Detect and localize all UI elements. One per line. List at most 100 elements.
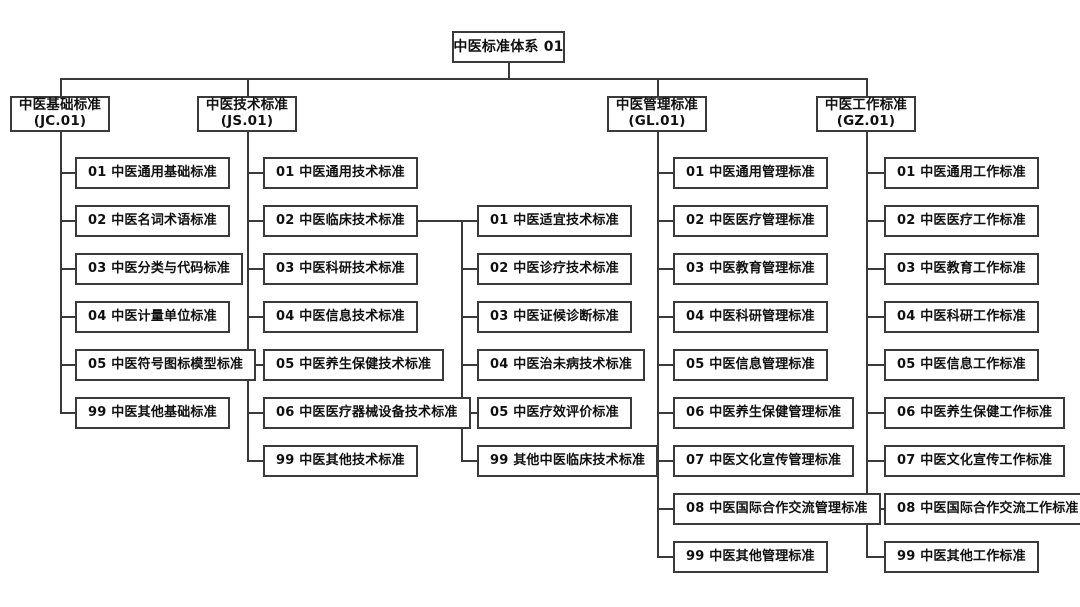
node-label: 99 其他中医临床技术标准 <box>490 453 646 469</box>
node-label: 05 中医信息工作标准 <box>897 357 1026 373</box>
connector-elbow-gz-02 <box>866 220 884 222</box>
node-label: 06 中医医疗器械设备技术标准 <box>276 405 458 421</box>
connector-sub-branch <box>400 220 463 222</box>
node-label: 07 中医文化宣传管理标准 <box>686 453 842 469</box>
node-js-02[interactable]: 02 中医临床技术标准 <box>263 205 418 237</box>
node-js-06[interactable]: 06 中医医疗器械设备技术标准 <box>263 397 471 429</box>
node-gz-99[interactable]: 99 中医其他工作标准 <box>884 541 1039 573</box>
node-gl-99[interactable]: 99 中医其他管理标准 <box>673 541 828 573</box>
node-label: 05 中医符号图标模型标准 <box>88 357 244 373</box>
node-gl-05[interactable]: 05 中医信息管理标准 <box>673 349 828 381</box>
node-sub-03[interactable]: 03 中医证候诊断标准 <box>477 301 632 333</box>
node-js-05[interactable]: 05 中医养生保健技术标准 <box>263 349 445 381</box>
node-jc-02[interactable]: 02 中医名词术语标准 <box>75 205 230 237</box>
node-branch-js[interactable]: 中医技术标准 (JS.01) <box>197 96 297 132</box>
node-label: 99 中医其他技术标准 <box>276 453 405 469</box>
node-gl-03[interactable]: 03 中医教育管理标准 <box>673 253 828 285</box>
connector-elbow-jc-99 <box>60 412 75 414</box>
node-label: 02 中医诊疗技术标准 <box>490 261 619 277</box>
node-gz-08[interactable]: 08 中医国际合作交流工作标准 <box>884 493 1080 525</box>
connector-elbow-gl-01 <box>657 172 673 174</box>
node-label: 05 中医养生保健技术标准 <box>276 357 432 373</box>
connector-spine-gz <box>866 131 868 557</box>
connector-elbow-gz-03 <box>866 268 884 270</box>
node-branch-gl-code: (GL.01) <box>628 113 686 129</box>
node-sub-02[interactable]: 02 中医诊疗技术标准 <box>477 253 632 285</box>
connector-elbow-gz-05 <box>866 364 884 366</box>
node-label: 01 中医通用工作标准 <box>897 165 1026 181</box>
connector-drop-gz <box>866 78 868 96</box>
node-js-04[interactable]: 04 中医信息技术标准 <box>263 301 418 333</box>
connector-elbow-js-99 <box>247 460 263 462</box>
node-gz-07[interactable]: 07 中医文化宣传工作标准 <box>884 445 1066 477</box>
node-branch-gl[interactable]: 中医管理标准 (GL.01) <box>607 96 707 132</box>
node-branch-js-code: (JS.01) <box>220 113 274 129</box>
node-label: 01 中医通用技术标准 <box>276 165 405 181</box>
node-gl-08[interactable]: 08 中医国际合作交流管理标准 <box>673 493 881 525</box>
connector-elbow-js-01 <box>247 172 263 174</box>
connector-elbow-gl-03 <box>657 268 673 270</box>
node-label: 03 中医教育管理标准 <box>686 261 815 277</box>
connector-elbow-gl-04 <box>657 316 673 318</box>
connector-elbow-js-03 <box>247 268 263 270</box>
node-label: 99 中医其他基础标准 <box>88 405 217 421</box>
connector-elbow-gz-01 <box>866 172 884 174</box>
node-root-label: 中医标准体系 01 <box>453 38 564 55</box>
node-gz-06[interactable]: 06 中医养生保健工作标准 <box>884 397 1066 429</box>
node-gl-06[interactable]: 06 中医养生保健管理标准 <box>673 397 855 429</box>
node-jc-05[interactable]: 05 中医符号图标模型标准 <box>75 349 257 381</box>
node-branch-gz[interactable]: 中医工作标准 (GZ.01) <box>816 96 916 132</box>
node-gl-07[interactable]: 07 中医文化宣传管理标准 <box>673 445 855 477</box>
node-sub-04[interactable]: 04 中医治未病技术标准 <box>477 349 646 381</box>
node-label: 04 中医计量单位标准 <box>88 309 217 325</box>
node-gl-01[interactable]: 01 中医通用管理标准 <box>673 157 828 189</box>
connector-spine-gl <box>657 131 659 557</box>
node-label: 08 中医国际合作交流管理标准 <box>686 501 868 517</box>
node-js-01[interactable]: 01 中医通用技术标准 <box>263 157 418 189</box>
connector-elbow-gz-06 <box>866 412 884 414</box>
node-gz-02[interactable]: 02 中医医疗工作标准 <box>884 205 1039 237</box>
node-label: 01 中医适宜技术标准 <box>490 213 619 229</box>
node-jc-03[interactable]: 03 中医分类与代码标准 <box>75 253 244 285</box>
connector-elbow-sub-99 <box>461 460 477 462</box>
node-sub-99[interactable]: 99 其他中医临床技术标准 <box>477 445 659 477</box>
node-branch-gz-name: 中医工作标准 <box>824 97 908 114</box>
node-sub-01[interactable]: 01 中医适宜技术标准 <box>477 205 632 237</box>
node-gz-05[interactable]: 05 中医信息工作标准 <box>884 349 1039 381</box>
node-label: 02 中医医疗管理标准 <box>686 213 815 229</box>
node-sub-05[interactable]: 05 中医疗效评价标准 <box>477 397 632 429</box>
node-label: 07 中医文化宣传工作标准 <box>897 453 1053 469</box>
node-js-99[interactable]: 99 中医其他技术标准 <box>263 445 418 477</box>
node-gl-02[interactable]: 02 中医医疗管理标准 <box>673 205 828 237</box>
connector-elbow-jc-05 <box>60 364 75 366</box>
connector-elbow-js-06 <box>247 412 263 414</box>
node-jc-01[interactable]: 01 中医通用基础标准 <box>75 157 230 189</box>
node-root[interactable]: 中医标准体系 01 <box>452 31 565 63</box>
node-branch-js-name: 中医技术标准 <box>205 97 289 114</box>
node-label: 08 中医国际合作交流工作标准 <box>897 501 1079 517</box>
node-jc-04[interactable]: 04 中医计量单位标准 <box>75 301 230 333</box>
node-branch-jc-code: (JC.01) <box>33 113 87 129</box>
node-branch-jc[interactable]: 中医基础标准 (JC.01) <box>10 96 110 132</box>
node-label: 04 中医信息技术标准 <box>276 309 405 325</box>
connector-elbow-sub-03 <box>461 316 477 318</box>
connector-elbow-js-02 <box>247 220 263 222</box>
node-label: 99 中医其他管理标准 <box>686 549 815 565</box>
node-label: 04 中医科研工作标准 <box>897 309 1026 325</box>
connector-spine-jc <box>60 131 62 413</box>
connector-elbow-gl-02 <box>657 220 673 222</box>
node-jc-99[interactable]: 99 中医其他基础标准 <box>75 397 230 429</box>
node-js-03[interactable]: 03 中医科研技术标准 <box>263 253 418 285</box>
node-gl-04[interactable]: 04 中医科研管理标准 <box>673 301 828 333</box>
node-gz-04[interactable]: 04 中医科研工作标准 <box>884 301 1039 333</box>
node-branch-gl-name: 中医管理标准 <box>615 97 699 114</box>
node-gz-03[interactable]: 03 中医教育工作标准 <box>884 253 1039 285</box>
connector-elbow-sub-02 <box>461 268 477 270</box>
node-label: 04 中医科研管理标准 <box>686 309 815 325</box>
connector-elbow-gl-06 <box>657 412 673 414</box>
connector-elbow-gz-04 <box>866 316 884 318</box>
connector-elbow-jc-03 <box>60 268 75 270</box>
node-gz-01[interactable]: 01 中医通用工作标准 <box>884 157 1039 189</box>
connector-root-stem <box>508 63 510 78</box>
connector-drop-gl <box>657 78 659 96</box>
